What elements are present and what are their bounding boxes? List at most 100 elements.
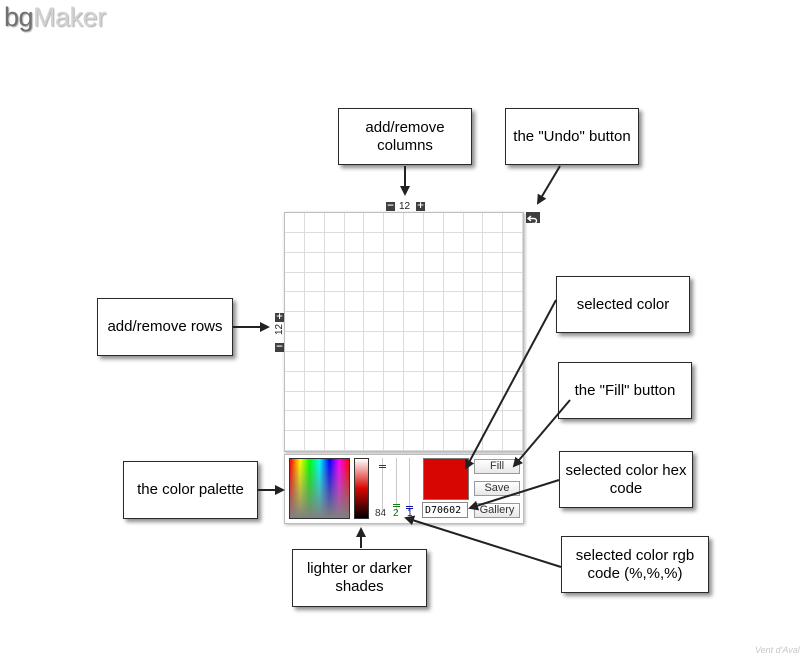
undo-button[interactable] — [526, 212, 540, 225]
grid-cell[interactable] — [463, 312, 484, 332]
grid-cell[interactable] — [443, 232, 464, 253]
grid-cell[interactable] — [404, 312, 424, 332]
grid-cell[interactable] — [443, 431, 464, 451]
grid-cell[interactable] — [443, 252, 464, 273]
grid-cell[interactable] — [384, 213, 404, 233]
grid-cell[interactable] — [423, 351, 444, 372]
grid-cell[interactable] — [304, 252, 325, 273]
grid-cell[interactable] — [364, 431, 385, 451]
grid-cell[interactable] — [483, 312, 504, 332]
shade-slider[interactable] — [354, 458, 369, 519]
grid-cell[interactable] — [304, 292, 325, 313]
grid-cell[interactable] — [443, 371, 464, 392]
grid-cell[interactable] — [503, 371, 523, 392]
grid-cell[interactable] — [344, 431, 365, 451]
grid-cell[interactable] — [384, 292, 404, 313]
add-column-button[interactable]: + — [416, 201, 425, 211]
grid-cell[interactable] — [483, 371, 504, 392]
red-slider-track[interactable] — [382, 458, 383, 512]
grid-cell[interactable] — [324, 391, 345, 412]
grid-cell[interactable] — [483, 252, 504, 273]
grid-cell[interactable] — [463, 351, 484, 372]
grid-cell[interactable] — [443, 411, 464, 432]
grid-cell[interactable] — [404, 292, 424, 313]
grid-cell[interactable] — [483, 292, 504, 313]
grid-cell[interactable] — [304, 272, 325, 293]
grid-cell[interactable] — [344, 332, 365, 352]
grid-cell[interactable] — [483, 411, 504, 432]
grid-cell[interactable] — [324, 272, 345, 293]
grid-cell[interactable] — [285, 312, 305, 332]
grid-cell[interactable] — [364, 292, 385, 313]
red-slider-handle[interactable] — [379, 465, 386, 468]
grid-cell[interactable] — [404, 332, 424, 352]
grid-cell[interactable] — [463, 232, 484, 253]
grid-cell[interactable] — [463, 411, 484, 432]
grid-cell[interactable] — [423, 272, 444, 293]
grid-cell[interactable] — [364, 351, 385, 372]
hex-code-input[interactable] — [422, 502, 468, 518]
grid-cell[interactable] — [463, 391, 484, 412]
grid-cell[interactable] — [404, 431, 424, 451]
grid-cell[interactable] — [463, 272, 484, 293]
grid-cell[interactable] — [304, 213, 325, 233]
grid-cell[interactable] — [463, 292, 484, 313]
grid-cell[interactable] — [423, 332, 444, 352]
grid-cell[interactable] — [285, 232, 305, 253]
grid-cell[interactable] — [483, 232, 504, 253]
grid-cell[interactable] — [285, 351, 305, 372]
grid-cell[interactable] — [404, 272, 424, 293]
grid-cell[interactable] — [503, 332, 523, 352]
grid-cell[interactable] — [384, 272, 404, 293]
grid-cell[interactable] — [503, 312, 523, 332]
grid-cell[interactable] — [364, 252, 385, 273]
grid-cell[interactable] — [384, 411, 404, 432]
grid-cell[interactable] — [285, 431, 305, 451]
grid-cell[interactable] — [364, 213, 385, 233]
grid-cell[interactable] — [324, 312, 345, 332]
blue-slider-handle[interactable] — [406, 506, 413, 509]
grid-cell[interactable] — [285, 411, 305, 432]
grid-cell[interactable] — [384, 371, 404, 392]
grid-cell[interactable] — [423, 292, 444, 313]
grid-cell[interactable] — [384, 252, 404, 273]
grid-cell[interactable] — [423, 232, 444, 253]
grid-cell[interactable] — [443, 351, 464, 372]
grid-cell[interactable] — [404, 351, 424, 372]
grid-cell[interactable] — [423, 411, 444, 432]
grid-cell[interactable] — [324, 213, 345, 233]
grid-cell[interactable] — [344, 213, 365, 233]
grid-cell[interactable] — [285, 371, 305, 392]
grid-cell[interactable] — [384, 232, 404, 253]
grid-cell[interactable] — [324, 431, 345, 451]
grid-cell[interactable] — [344, 371, 365, 392]
grid-cell[interactable] — [285, 213, 305, 233]
grid-cell[interactable] — [324, 232, 345, 253]
grid-cell[interactable] — [285, 272, 305, 293]
grid-cell[interactable] — [304, 232, 325, 253]
grid-cell[interactable] — [463, 213, 484, 233]
grid-cell[interactable] — [423, 213, 444, 233]
grid-cell[interactable] — [503, 391, 523, 412]
grid-cell[interactable] — [364, 232, 385, 253]
grid-cell[interactable] — [384, 391, 404, 412]
grid-cell[interactable] — [364, 371, 385, 392]
grid-cell[interactable] — [483, 213, 504, 233]
grid-cell[interactable] — [304, 411, 325, 432]
grid-cell[interactable] — [384, 431, 404, 451]
grid-cell[interactable] — [344, 411, 365, 432]
grid-cell[interactable] — [344, 292, 365, 313]
grid-cell[interactable] — [324, 332, 345, 352]
grid-cell[interactable] — [304, 351, 325, 372]
grid-cell[interactable] — [404, 371, 424, 392]
blue-slider-track[interactable] — [409, 458, 410, 512]
grid-cell[interactable] — [443, 391, 464, 412]
grid-cell[interactable] — [404, 252, 424, 273]
grid-cell[interactable] — [324, 371, 345, 392]
grid-cell[interactable] — [423, 371, 444, 392]
grid-cell[interactable] — [364, 391, 385, 412]
remove-row-button[interactable]: − — [275, 342, 284, 352]
green-slider-handle[interactable] — [393, 504, 400, 507]
grid-cell[interactable] — [423, 431, 444, 451]
grid-cell[interactable] — [503, 232, 523, 253]
